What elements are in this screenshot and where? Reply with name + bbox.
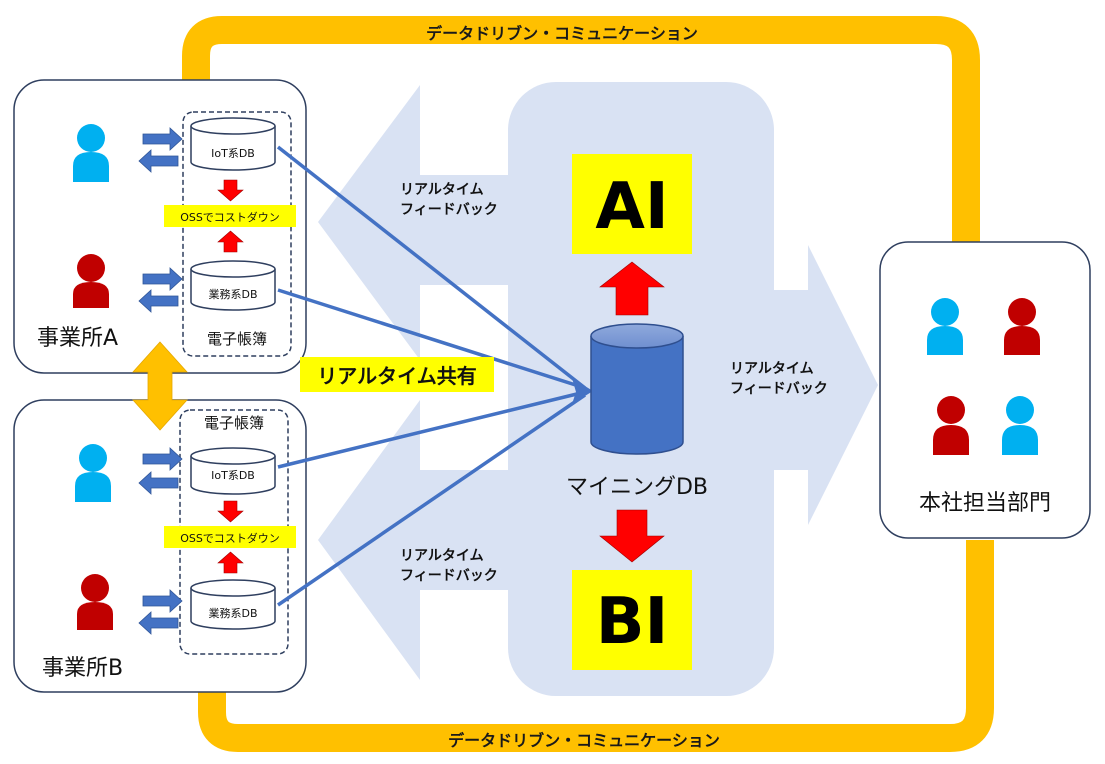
- bi-box: [572, 570, 692, 670]
- office-a-io-arrows-top: [138, 127, 183, 173]
- feedback-bottom-line1: リアルタイム: [400, 548, 484, 564]
- hq-user-red-icon-1: [1004, 298, 1040, 355]
- office-b-biz-db: 業務系DB: [190, 579, 276, 630]
- office-a-user-cyan-icon: [73, 124, 109, 182]
- office-a-biz-db-label: 業務系DB: [208, 287, 257, 301]
- office-a-oss-highlight: [164, 205, 296, 227]
- flow-band-right-arrow: [760, 245, 878, 525]
- flow-band-left-arrow: [318, 85, 540, 360]
- office-b-io-arrows-top: [138, 447, 183, 495]
- loop-bottom-label: データドリブン・コミュニケーション: [448, 731, 720, 750]
- feedback-top-line2: フィードバック: [400, 202, 498, 218]
- office-a: 事業所A 電子帳簿 IoT系DB OSSでコストダウ: [13, 79, 307, 374]
- yellow-loop-bottom: [198, 540, 994, 752]
- office-b: 事業所B 電子帳簿 IoT系DB OSSでコストダウン: [13, 399, 307, 693]
- office-b-iot-db: IoT系DB: [190, 447, 276, 495]
- office-a-ledger-label: 電子帳簿: [207, 330, 267, 348]
- hq-user-red-icon-2: [933, 396, 969, 455]
- office-a-ledger-box: [182, 111, 292, 357]
- office-b-ledger-label: 電子帳簿: [204, 414, 264, 432]
- office-a-red-down-arrow: [217, 179, 244, 202]
- office-a-io-arrows-bottom: [138, 267, 183, 313]
- office-b-red-down-arrow: [217, 500, 244, 523]
- yellow-loop-top: [182, 16, 980, 245]
- mining-to-ai-arrow: [599, 261, 665, 316]
- office-sync-double-arrow: [132, 341, 188, 431]
- mining-db: [590, 323, 684, 455]
- headquarters-name: 本社担当部門: [919, 491, 1051, 516]
- connector-lines: [276, 145, 587, 607]
- office-a-user-red-icon: [73, 254, 109, 308]
- feedback-right-line2: フィードバック: [730, 381, 828, 397]
- office-b-name: 事業所B: [42, 656, 123, 681]
- bi-label: BI: [596, 585, 669, 659]
- office-b-biz-db-label: 業務系DB: [208, 606, 257, 620]
- office-a-red-up-arrow: [217, 230, 244, 253]
- office-a-iot-db: IoT系DB: [190, 117, 276, 171]
- ai-box: [572, 154, 692, 254]
- feedback-top-line1: リアルタイム: [400, 182, 484, 198]
- office-b-user-red-icon: [77, 574, 113, 630]
- office-b-io-arrows-bottom: [138, 589, 183, 635]
- mining-to-bi-arrow: [599, 509, 665, 563]
- feedback-right-line1: リアルタイム: [730, 361, 814, 377]
- connector-arrowhead: [572, 378, 593, 404]
- ai-label: AI: [595, 170, 668, 244]
- loop-top-label: データドリブン・コミュニケーション: [426, 24, 698, 43]
- hq-user-cyan-icon-1: [927, 298, 963, 355]
- realtime-share-highlight: [300, 357, 494, 392]
- office-a-name: 事業所A: [37, 326, 118, 351]
- office-b-oss-label: OSSでコストダウン: [180, 531, 280, 545]
- office-b-red-up-arrow: [217, 551, 244, 574]
- office-a-oss-label: OSSでコストダウン: [180, 210, 280, 224]
- realtime-share-label: リアルタイム共有: [317, 364, 476, 388]
- office-b-user-cyan-icon: [75, 444, 111, 502]
- office-b-ledger-box: [179, 409, 289, 655]
- headquarters: 本社担当部門: [879, 241, 1091, 539]
- flow-band-left-arrow-lower: [318, 400, 540, 680]
- office-b-iot-db-label: IoT系DB: [211, 469, 255, 482]
- hq-user-cyan-icon-2: [1002, 396, 1038, 455]
- office-a-biz-db: 業務系DB: [190, 260, 276, 311]
- office-b-oss-highlight: [164, 526, 296, 548]
- mining-db-label: マイニングDB: [566, 475, 708, 500]
- office-a-iot-db-label: IoT系DB: [211, 147, 255, 160]
- feedback-bottom-line2: フィードバック: [400, 568, 498, 584]
